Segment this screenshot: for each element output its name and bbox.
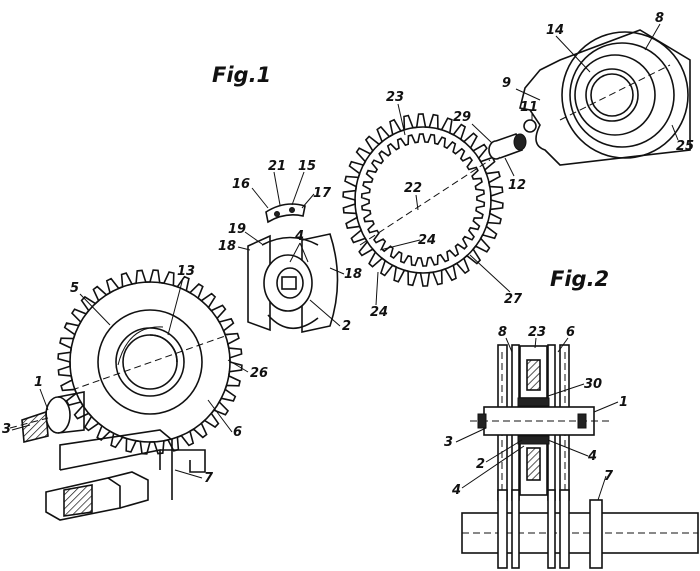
label-29: 29 <box>453 110 471 125</box>
label-8: 8 <box>655 11 664 26</box>
label2-30: 30 <box>584 377 602 392</box>
fig2-labels: 8 23 6 30 1 3 2 4 4 7 <box>444 325 628 498</box>
label-9: 9 <box>502 76 511 91</box>
label2-3: 3 <box>444 435 453 450</box>
label-1: 1 <box>34 375 43 390</box>
disk-8 <box>519 29 691 166</box>
label-4: 4 <box>294 229 304 244</box>
label-27: 27 <box>504 292 523 307</box>
label-6: 6 <box>233 425 242 440</box>
lever-7 <box>45 429 206 521</box>
label2-23: 23 <box>528 325 546 340</box>
label-12: 12 <box>508 178 526 193</box>
label-22: 22 <box>404 181 422 196</box>
label-15: 15 <box>298 159 316 174</box>
fig2-leaders <box>455 337 619 501</box>
label-18b: 18 <box>344 267 362 282</box>
label-11: 11 <box>520 100 538 115</box>
ring-gear-22 <box>342 113 504 287</box>
label-3: 3 <box>2 422 11 437</box>
label-16: 16 <box>232 177 250 192</box>
fig1-title: Fig.1 <box>212 63 271 87</box>
label2-7: 7 <box>604 469 614 484</box>
fig1: Fig.1 <box>2 11 694 521</box>
shaft-3 <box>470 406 610 436</box>
fig1-leaders <box>11 23 679 479</box>
label-2: 2 <box>342 319 351 334</box>
label-21: 21 <box>268 159 286 174</box>
label-14: 14 <box>546 23 564 38</box>
label2-4b: 4 <box>587 449 597 464</box>
shaft-1 <box>9 391 85 444</box>
label-7: 7 <box>204 471 214 486</box>
coupling-2 <box>247 233 339 333</box>
key-15 <box>265 203 306 224</box>
label-13: 13 <box>177 264 195 279</box>
hub-23 <box>517 345 550 496</box>
label-24a: 24 <box>418 233 436 248</box>
label-17: 17 <box>313 186 332 201</box>
label2-1: 1 <box>619 395 628 410</box>
label-23: 23 <box>386 90 404 105</box>
label-24b: 24 <box>370 305 388 320</box>
label-18a: 18 <box>218 239 236 254</box>
label2-6: 6 <box>566 325 575 340</box>
label2-4a: 4 <box>451 483 461 498</box>
label-25: 25 <box>676 139 694 154</box>
label-5: 5 <box>70 281 79 296</box>
fig1-labels: 1 3 5 13 26 6 7 21 15 16 17 19 18 4 18 2… <box>2 11 694 486</box>
fig2-title: Fig.2 <box>550 267 609 291</box>
label-26: 26 <box>250 366 268 381</box>
label-19: 19 <box>228 222 246 237</box>
fig2: Fig.2 <box>444 267 699 569</box>
base-7 <box>461 489 699 569</box>
pin-29 <box>488 132 527 160</box>
label2-8: 8 <box>498 325 507 340</box>
label2-2: 2 <box>476 457 485 472</box>
gear-5 <box>57 269 243 455</box>
